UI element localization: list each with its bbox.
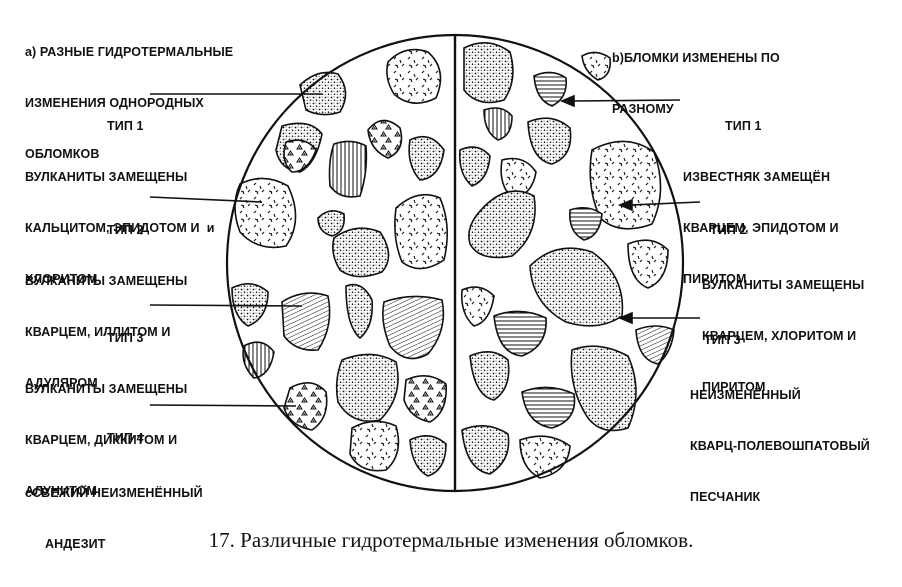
type-line: сСВЕЖИЙ НЕИЗМЕНЁННЫЙ <box>25 485 203 502</box>
fragment-horizontal-lines <box>522 387 575 428</box>
type-line: ИЗВЕСТНЯК ЗАМЕЩЁН <box>683 169 839 186</box>
fragment-dots <box>460 147 490 186</box>
fragment-vertical-lines <box>484 108 512 140</box>
arrowhead-right-type1 <box>562 96 574 106</box>
type-line: НЕИЗМЕНЁННЫЙ <box>690 387 870 404</box>
fragment-dots <box>462 426 509 474</box>
fragment-dots <box>410 436 446 476</box>
fragment-dots <box>470 352 509 400</box>
fragment-triangles <box>284 140 316 172</box>
fragment-horizontal-lines <box>570 208 602 240</box>
type-title: ТИП 3 <box>25 330 187 347</box>
fragment-dots <box>409 137 444 180</box>
left-type4-label: ТИП 4 сСВЕЖИЙ НЕИЗМЕНЁННЫЙ АНДЕЗИТ <box>25 396 203 587</box>
figure-caption: 17. Различные гидротермальные изменения … <box>0 528 902 553</box>
type-title: ТИП 2 <box>25 222 187 239</box>
type-line: КВАРЦ-ПОЛЕВОШПАТОВЫЙ <box>690 438 870 455</box>
type-title: ТИП 1 <box>25 118 215 135</box>
fragment-vertical-lines <box>330 141 367 196</box>
fragment-dots <box>528 118 571 164</box>
figure: а) РАЗНЫЕ ГИДРОТЕРМАЛЬНЫЕ ИЗМЕНЕНИЯ ОДНО… <box>0 0 902 571</box>
fragment-dots <box>333 228 389 276</box>
type-line: ВУЛКАНИТЫ ЗАМЕЩЕНЫ <box>25 169 215 186</box>
fragment-dark-dots <box>318 211 344 236</box>
fragment-dashes <box>387 50 441 104</box>
right-type3-label: ТИП 3 НЕИЗМЕНЁННЫЙ КВАРЦ-ПОЛЕВОШПАТОВЫЙ … <box>690 298 870 540</box>
fragment-hatch <box>383 296 444 358</box>
type-line: ПЕСЧАНИК <box>690 489 870 506</box>
type-title: ТИП 1 <box>683 118 839 135</box>
fragment-dots <box>337 354 398 421</box>
fragment-horizontal-lines <box>494 311 546 356</box>
left-heading-line: а) РАЗНЫЕ ГИДРОТЕРМАЛЬНЫЕ <box>25 44 233 61</box>
type-line: ВУЛКАНИТЫ ЗАМЕЩЕНЫ <box>25 273 187 290</box>
fragment-dark-dots <box>469 191 535 257</box>
fragment-dark-dots <box>571 346 636 430</box>
fragment-dashes <box>395 195 447 269</box>
fragment-dots <box>346 285 372 338</box>
fragment-dashes <box>462 287 494 326</box>
type-line: ВУЛКАНИТЫ ЗАМЕЩЕНЫ <box>702 277 864 294</box>
fragments <box>232 43 674 478</box>
fragment-dashes <box>350 421 398 470</box>
fragment-dashes <box>628 240 668 288</box>
fragment-dark-dots <box>530 248 622 326</box>
type-title: ТИП 2 <box>702 222 864 239</box>
fragment-triangles <box>404 376 446 422</box>
fragment-hatch <box>282 293 330 350</box>
type-title: ТИП 4 <box>25 430 203 447</box>
fragment-dots <box>464 43 513 103</box>
fragment-triangles <box>368 120 402 158</box>
right-heading-line: b)БЛОМКИ ИЗМЕНЕНЫ ПО <box>612 50 780 67</box>
fragment-dashes <box>235 178 296 247</box>
type-title: ТИП 3 <box>690 332 870 349</box>
